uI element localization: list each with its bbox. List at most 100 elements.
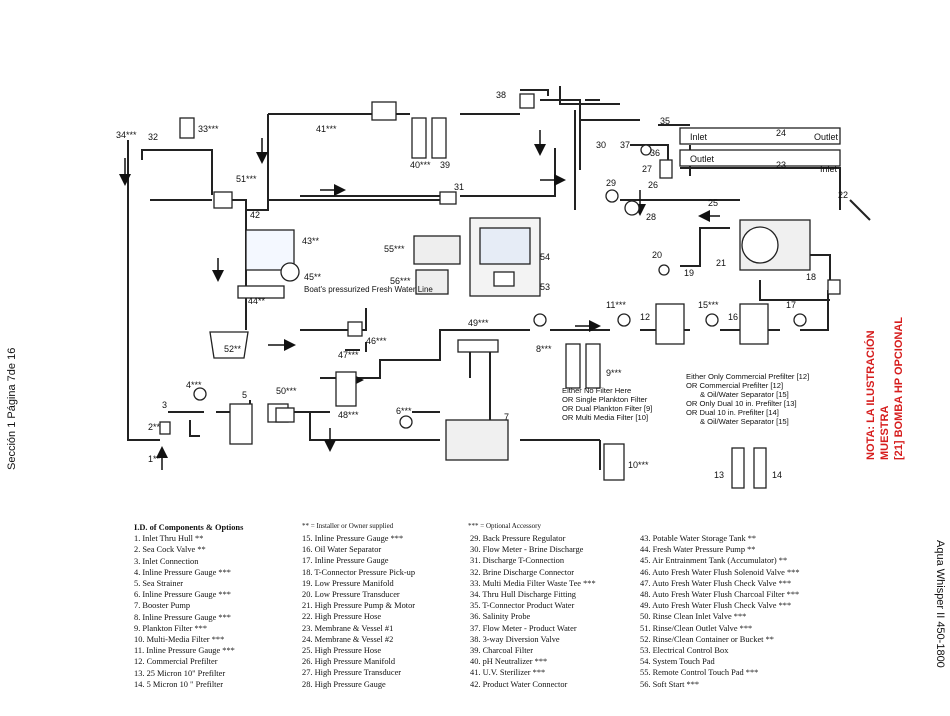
filter-option-left: OR Single Plankton Filter	[562, 395, 648, 404]
callout: 26	[648, 180, 658, 190]
callout: 16	[728, 312, 738, 322]
tank-outlet-label-2: Outlet	[814, 132, 839, 142]
legend-item: 54. System Touch Pad	[640, 657, 715, 667]
callout: 8***	[536, 344, 552, 354]
legend-item: 55. Remote Control Touch Pad ***	[640, 668, 759, 678]
callout: 42	[250, 210, 260, 220]
callout: 33***	[198, 124, 219, 134]
page-section-label: Sección 1 Página 7de 16	[6, 347, 18, 470]
filter-option-right: OR Commercial Prefilter [12]	[686, 381, 783, 390]
legend-item: 8. Inline Pressure Gauge ***	[134, 612, 231, 622]
callout: 23	[776, 160, 786, 170]
pipes	[127, 86, 871, 470]
diagram-text: Inlet Outlet Outlet Inlet Boat's pressur…	[116, 90, 848, 480]
callout: 49***	[468, 318, 489, 328]
legend-item: 19. Low Pressure Manifold	[302, 578, 394, 588]
callout: 22	[838, 190, 848, 200]
callout: 3	[162, 400, 167, 410]
filter-option-right: & Oil/Water Separator [15]	[700, 417, 789, 426]
callout: 12	[640, 312, 650, 322]
legend-item: 51. Rinse/Clean Outlet Valve ***	[640, 623, 753, 633]
legend-item: 5. Sea Strainer	[134, 579, 184, 589]
booster-pump	[445, 419, 509, 461]
legend-item: 17. Inline Pressure Gauge	[302, 556, 389, 566]
callout: 31	[454, 182, 464, 192]
boat-line-label: Boat's pressurized Fresh Water Line	[304, 285, 433, 294]
callout: 13	[714, 470, 724, 480]
legend-item: 50. Rinse Clean Inlet Valve ***	[640, 612, 747, 622]
callout: 52**	[224, 344, 242, 354]
legend-item: 32. Brine Discharge Connector	[470, 567, 575, 577]
legend-item: 52. Rinse/Clean Container or Bucket **	[640, 634, 774, 644]
callout: 32	[148, 132, 158, 142]
callout: 38	[496, 90, 506, 100]
callout: 46***	[366, 336, 387, 346]
installer-note: ** = Installer or Owner supplied	[302, 522, 394, 530]
model-label: Aqua Whisper II 450-1800	[934, 540, 946, 668]
legend-item: 12. Commercial Prefilter	[134, 657, 218, 667]
callout: 17	[786, 300, 796, 310]
tank-inlet-label: Inlet	[690, 132, 708, 142]
legend-item: 1. Inlet Thru Hull **	[134, 534, 204, 544]
callout: 35	[660, 116, 670, 126]
legend-item: 11. Inline Pressure Gauge ***	[134, 646, 235, 656]
optional-note: *** = Optional Accessory	[468, 522, 541, 530]
callout: 48***	[338, 410, 359, 420]
system-touch-pad	[479, 227, 531, 265]
legend-item: 16. Oil Water Separator	[302, 545, 382, 555]
filter-option-left: Either No Filter Here	[562, 386, 631, 395]
legend-item: 6. Inline Pressure Gauge ***	[134, 590, 231, 600]
legend-item: 43. Potable Water Storage Tank **	[640, 534, 757, 543]
callout: 25	[708, 198, 718, 208]
callout: 10***	[628, 460, 649, 470]
callout: 55***	[384, 244, 405, 254]
legend-item: 21. High Pressure Pump & Motor	[302, 601, 416, 611]
callout: 15***	[698, 300, 719, 310]
callout: 6***	[396, 406, 412, 416]
legend-item: 24. Membrane & Vessel #2	[302, 634, 394, 644]
callout: 9***	[606, 368, 622, 378]
callout: 44**	[248, 296, 266, 306]
filter-option-right: OR Only Dual 10 in. Prefilter [13]	[686, 399, 797, 408]
legend-item: 30. Flow Meter - Brine Discharge	[470, 545, 584, 555]
legend-item: 29. Back Pressure Regulator	[470, 534, 566, 543]
callout: 14	[772, 470, 782, 480]
callout: 43**	[302, 236, 320, 246]
callout: 29	[606, 178, 616, 188]
callout: 11***	[606, 300, 626, 310]
legend-item: 7. Booster Pump	[134, 601, 191, 611]
callout: 45**	[304, 272, 322, 282]
membrane-vessel-1	[679, 149, 841, 167]
callout: 37	[620, 140, 630, 150]
sea-strainer	[229, 403, 253, 445]
legend-item: 41. U.V. Sterilizer ***	[470, 668, 546, 678]
callout: 50***	[276, 386, 297, 396]
legend-item: 20. Low Pressure Transducer	[302, 590, 400, 600]
legend-item: 13. 25 Micron 10" Prefilter	[134, 668, 226, 678]
legend-item: 10. Multi-Media Filter ***	[134, 635, 225, 645]
filter-option-left: OR Multi Media Filter [10]	[562, 413, 648, 422]
callout: 41***	[316, 124, 337, 134]
legend-item: 36. Salinity Probe	[470, 612, 531, 622]
rinse-bucket	[209, 331, 249, 359]
remote-touch-pad	[413, 235, 461, 265]
legend-column-4: 43. Potable Water Storage Tank ** 44. Fr…	[640, 533, 800, 690]
callout: 7	[504, 412, 509, 422]
legend-column-1: I.D. of Components & Options 1. Inlet Th…	[134, 522, 243, 690]
legend-item: 3. Inlet Connection	[134, 556, 199, 566]
callout: 2**	[148, 422, 161, 432]
legend-header: I.D. of Components & Options	[134, 523, 244, 532]
callout: 51***	[236, 174, 257, 184]
legend-item: 14. 5 Micron 10 " Prefilter	[134, 679, 224, 689]
legend-item: 2. Sea Cock Valve **	[134, 545, 206, 555]
callout: 40***	[410, 160, 431, 170]
filter-option-right: Either Only Commercial Prefilter [12]	[686, 372, 809, 381]
membrane-vessel-2	[679, 127, 841, 145]
legend-item: 42. Product Water Connector	[470, 679, 568, 689]
legend-column-3: 29. Back Pressure Regulator 30. Flow Met…	[470, 533, 596, 690]
legend-item: 39. Charcoal Filter	[470, 646, 534, 656]
legend-item: 46. Auto Fresh Water Flush Solenoid Valv…	[640, 567, 800, 577]
legend-item: 47. Auto Fresh Water Flush Check Valve *…	[640, 578, 792, 588]
note-line-2: [21] BOMBA HP OPCIONAL	[893, 316, 905, 460]
callout: 54	[540, 252, 550, 262]
